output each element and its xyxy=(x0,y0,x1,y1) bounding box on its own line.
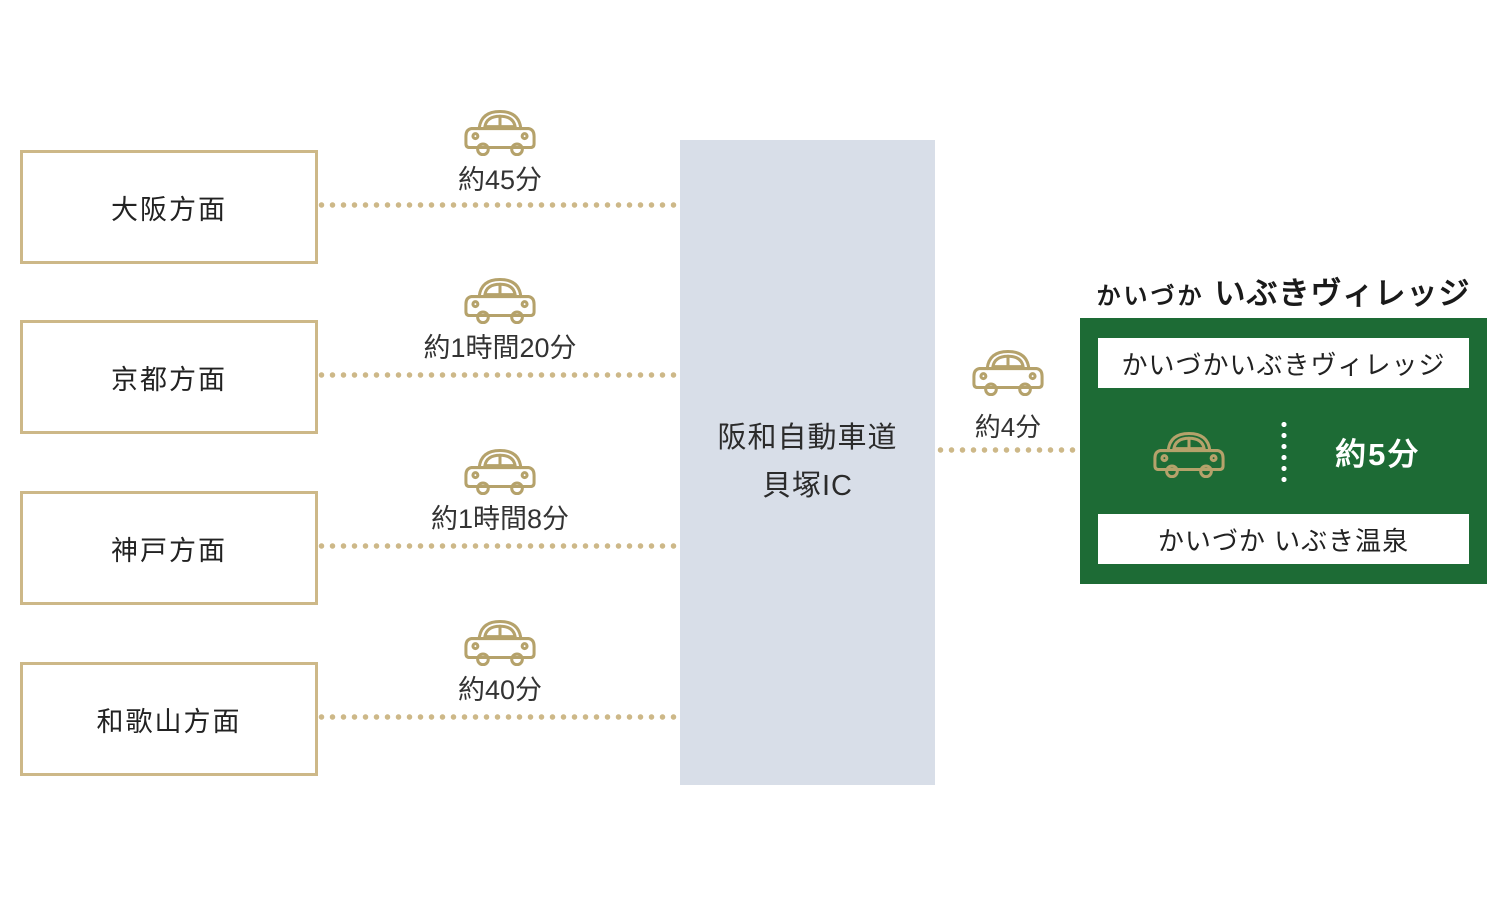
brand-title-small: かいづか xyxy=(1096,283,1205,310)
origin-label: 和歌山方面 xyxy=(96,706,242,737)
travel-time-label: 約1時間20分 xyxy=(423,333,577,363)
origin-label: 京都方面 xyxy=(111,364,227,395)
origin-label: 神戸方面 xyxy=(111,535,227,566)
vertical-dotted-divider xyxy=(1280,419,1287,483)
destination-village-row: かいづかいぶきヴィレッジ xyxy=(1098,338,1469,388)
brand-title-large: いぶきヴィレッジ xyxy=(1214,276,1471,311)
travel-time-label: 約1時間8分 xyxy=(430,504,570,534)
leg-kobe: 約1時間8分 xyxy=(350,442,650,536)
hub-box-kaizuka-ic: 阪和自動車道 貝塚IC xyxy=(680,140,935,785)
origin-box-wakayama: 和歌山方面 xyxy=(20,662,318,776)
destination-drive-row: 約5分 xyxy=(1098,408,1469,494)
destination-brand-title: かいづかいぶきヴィレッジ xyxy=(1080,268,1487,313)
car-icon xyxy=(463,442,537,495)
dotted-connector-kobe xyxy=(316,543,680,549)
hub-title-line2: 貝塚IC xyxy=(761,469,853,502)
car-icon xyxy=(971,343,1045,396)
dotted-connector-osaka xyxy=(316,202,680,208)
destination-panel: かいづかいぶきヴィレッジ 約5分 かいづか いぶき温泉 xyxy=(1080,318,1487,584)
destination-onsen-row: かいづか いぶき温泉 xyxy=(1098,514,1469,564)
dotted-connector-kyoto xyxy=(316,372,680,378)
travel-time-label: 約4分 xyxy=(974,412,1042,442)
leg-osaka: 約45分 xyxy=(350,103,650,197)
destination-car-wrap xyxy=(1098,425,1281,478)
origin-box-osaka: 大阪方面 xyxy=(20,150,318,264)
origin-label: 大阪方面 xyxy=(111,194,227,225)
car-icon xyxy=(463,271,537,324)
destination-time-wrap: 約5分 xyxy=(1287,429,1470,474)
leg-wakayama: 約40分 xyxy=(350,613,650,707)
origin-box-kyoto: 京都方面 xyxy=(20,320,318,434)
origin-box-kobe: 神戸方面 xyxy=(20,491,318,605)
destination-village-label: かいづかいぶきヴィレッジ xyxy=(1121,349,1446,380)
travel-time-label: 約40分 xyxy=(457,675,543,705)
leg-kyoto: 約1時間20分 xyxy=(350,271,650,365)
car-icon xyxy=(463,103,537,156)
travel-time-label: 約45分 xyxy=(457,165,543,195)
destination-drive-time: 約5分 xyxy=(1335,436,1421,472)
dotted-connector-wakayama xyxy=(316,714,680,720)
hub-title-line1: 阪和自動車道 xyxy=(717,421,898,454)
dotted-connector-destination xyxy=(935,447,1081,453)
car-icon xyxy=(463,613,537,666)
destination-onsen-label: かいづか いぶき温泉 xyxy=(1157,525,1410,556)
car-icon xyxy=(1152,425,1226,478)
leg-destination: 約4分 xyxy=(938,343,1078,444)
